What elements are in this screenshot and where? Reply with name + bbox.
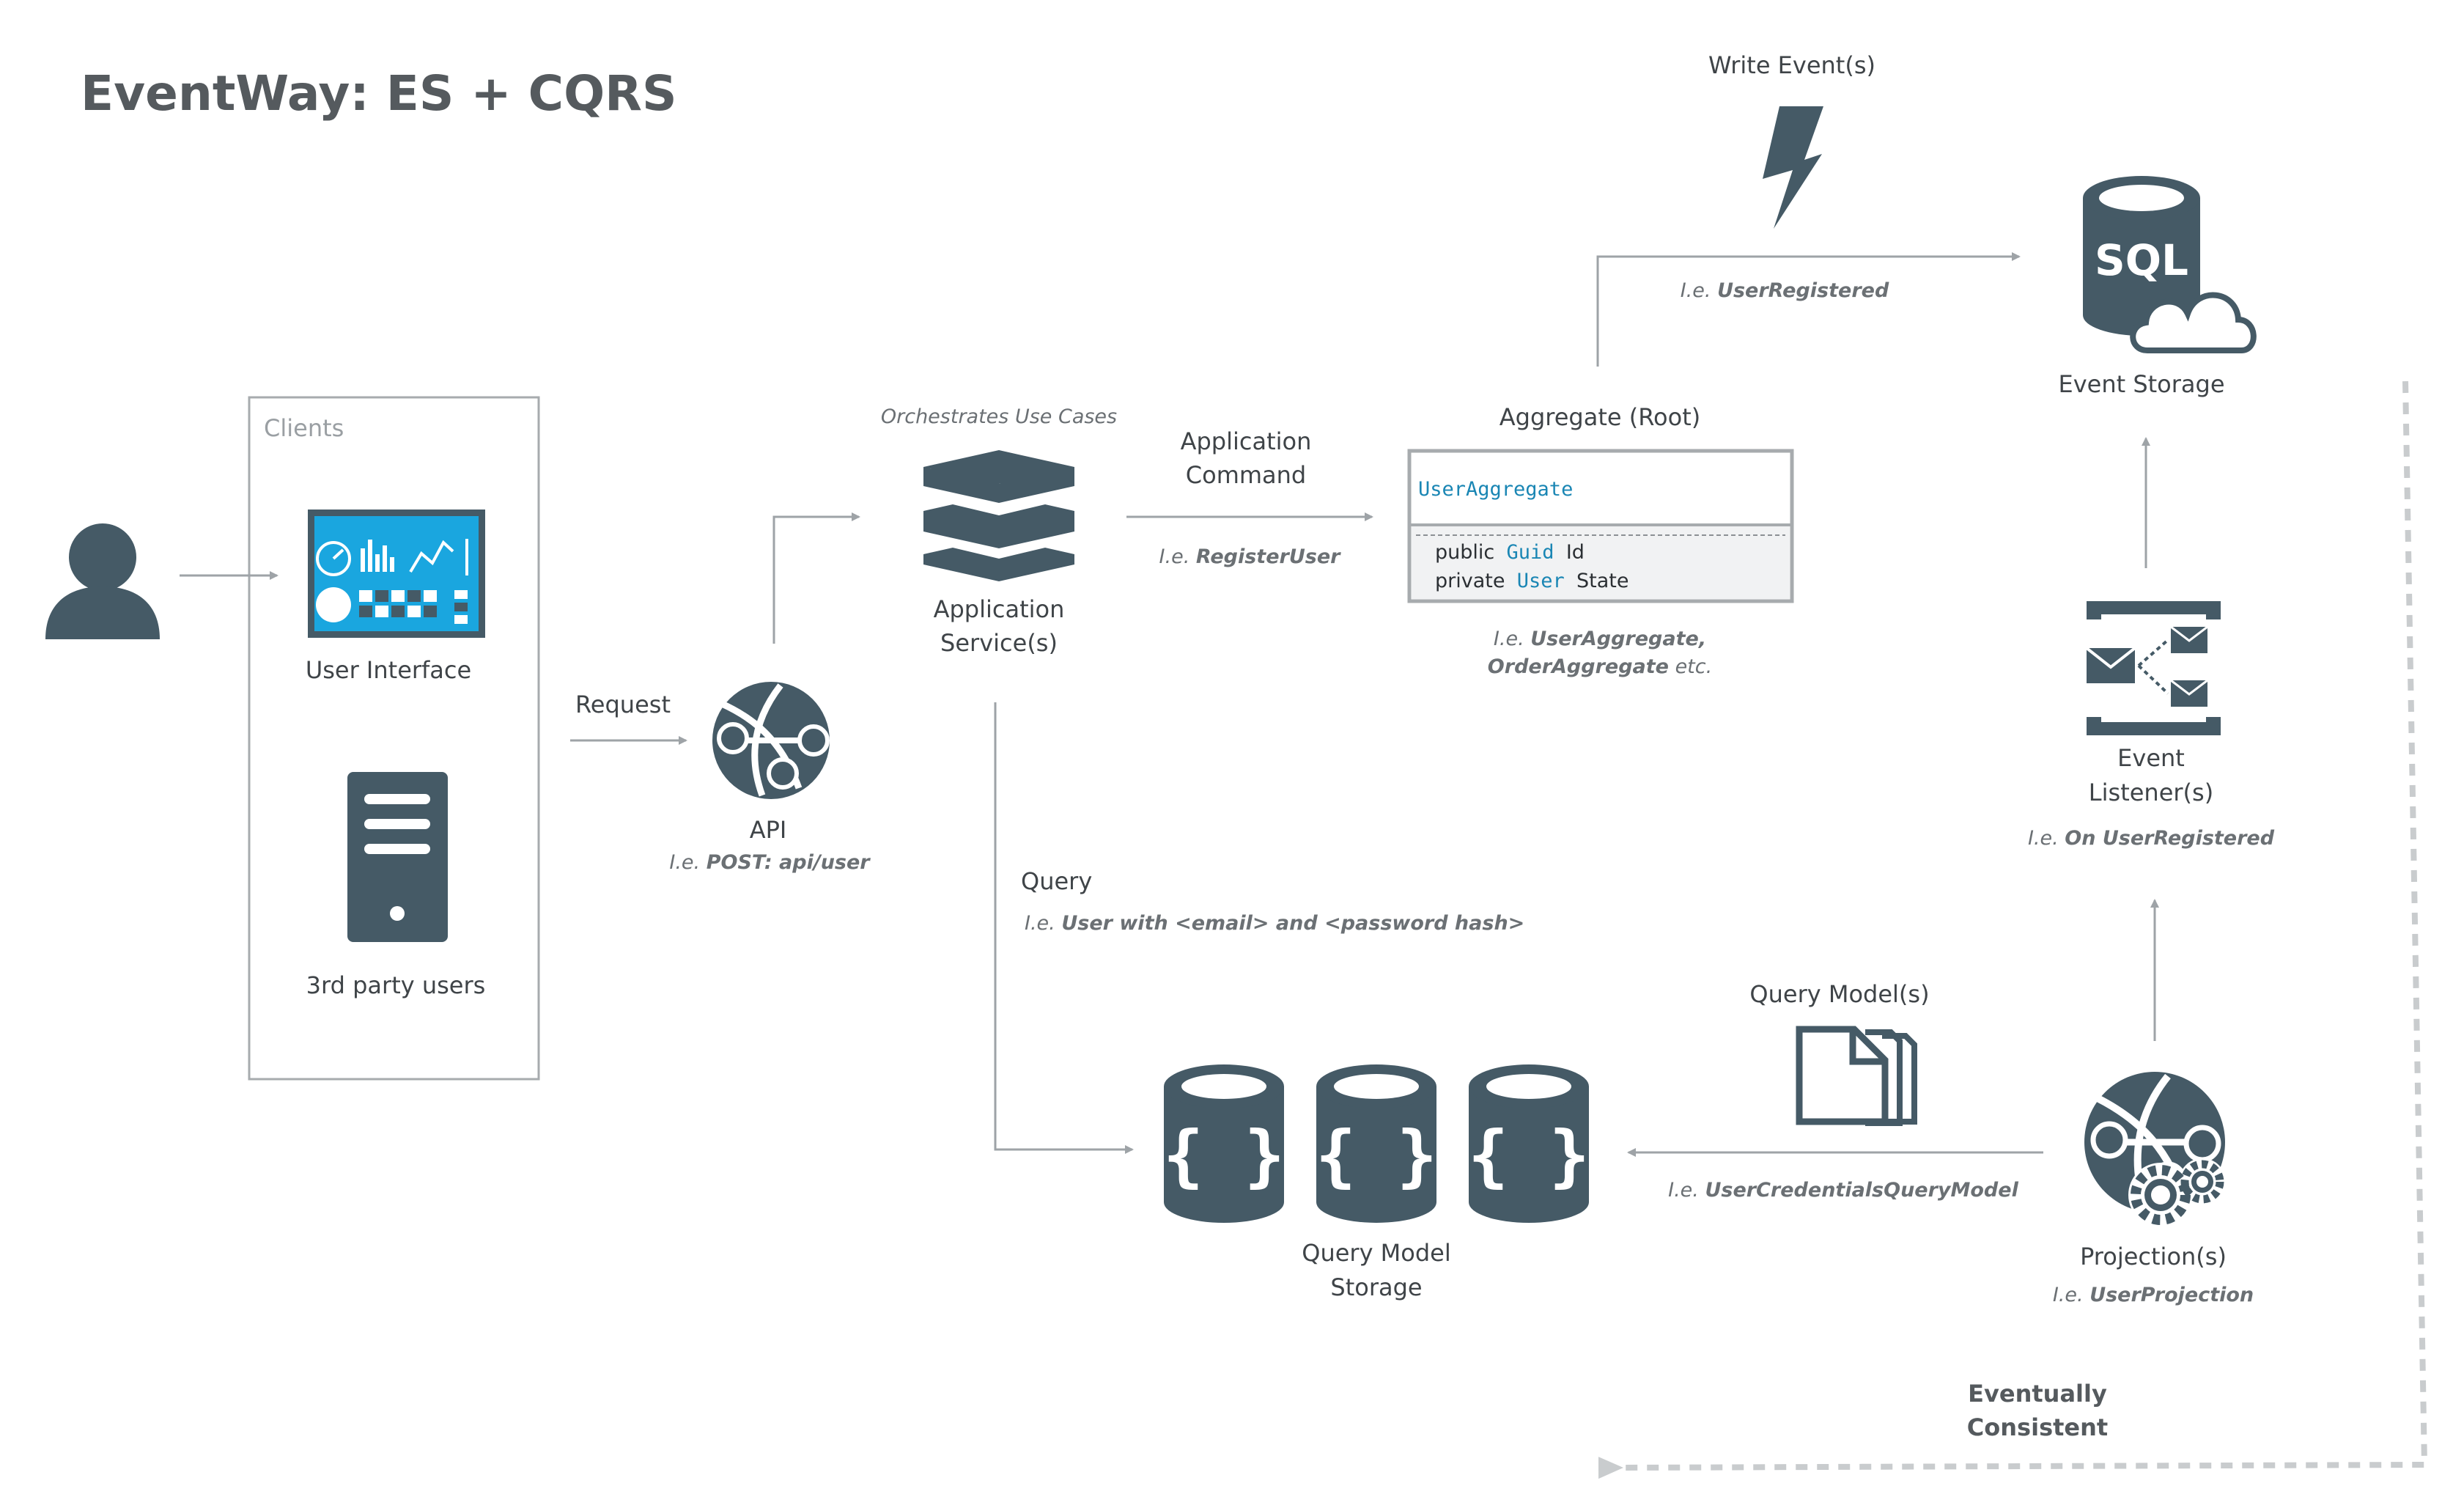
json-braces-glyph: { }: [1163, 1117, 1285, 1195]
third-party-label: 3rd party users: [306, 971, 486, 999]
projection-example: I.e. UserProjection: [2053, 1284, 2254, 1306]
projection-label: Projection(s): [2080, 1243, 2227, 1270]
app-service-label-line2: Service(s): [940, 629, 1058, 657]
orchestrates-caption: Orchestrates Use Cases: [881, 405, 1117, 428]
cloud-icon: [2130, 292, 2257, 353]
request-label: Request: [575, 691, 671, 718]
query-models-example: I.e. UserCredentialsQueryModel: [1668, 1179, 2018, 1202]
aggregate-field-state: private User State: [1435, 570, 1629, 592]
query-model-storage-label-line2: Storage: [1330, 1273, 1422, 1301]
app-service-label-line1: Application: [934, 595, 1065, 623]
aggregate-class-name: UserAggregate: [1418, 478, 1573, 501]
query-models-label: Query Model(s): [1749, 980, 1929, 1008]
json-braces-glyph: { }: [1468, 1117, 1590, 1195]
clients-label: Clients: [264, 414, 344, 442]
sql-text: SQL: [2095, 235, 2188, 285]
server-icon: [347, 772, 448, 942]
query-label: Query: [1021, 867, 1092, 895]
write-event-arrow: [1596, 252, 2021, 367]
database-icon: { }: [1468, 1064, 1590, 1223]
user-interface-label: User Interface: [306, 656, 471, 684]
event-listener-label-line2: Listener(s): [2089, 779, 2213, 806]
dashboard-icon: [308, 510, 485, 638]
write-event-example: I.e. UserRegistered: [1681, 279, 1889, 302]
eventually-consistent-arrow: [1598, 380, 2428, 1479]
command-label-line1: Application: [1181, 427, 1312, 455]
documents-icon: [1796, 1026, 1917, 1126]
layers-stack-icon: [923, 450, 1074, 581]
lightning-icon: [1763, 106, 1823, 229]
database-icon: { }: [1163, 1064, 1285, 1223]
aggregate-field-id: public Guid Id: [1435, 541, 1585, 564]
api-to-service-arrow: [772, 512, 860, 644]
query-example: I.e. User with <email> and <password has…: [1025, 912, 1524, 935]
aggregate-example-line1: I.e. UserAggregate,: [1494, 628, 1706, 650]
database-icon: { }: [1316, 1064, 1437, 1223]
gears-icon: [2128, 1158, 2226, 1227]
event-listener-icon: [2085, 601, 2221, 735]
page-title: EventWay: ES + CQRS: [81, 65, 677, 122]
query-model-storage-label-line1: Query Model: [1302, 1239, 1451, 1267]
eventually-label-line2: Consistent: [1967, 1413, 2108, 1441]
person-icon: [45, 523, 160, 639]
command-label-line2: Command: [1186, 461, 1306, 489]
event-storage-label: Event Storage: [2058, 370, 2224, 398]
event-listener-example: I.e. On UserRegistered: [2028, 827, 2275, 850]
aggregate-header: Aggregate (Root): [1500, 403, 1700, 431]
write-event-label: Write Event(s): [1708, 51, 1875, 79]
event-listener-label-line1: Event: [2117, 744, 2185, 772]
aggregate-class-box: UserAggregate public Guid Id private Use…: [1407, 449, 1794, 603]
json-braces-glyph: { }: [1316, 1117, 1437, 1195]
eventually-label-line1: Eventually: [1968, 1380, 2107, 1408]
clients-box: [248, 396, 540, 1081]
api-globe-icon: [712, 682, 830, 799]
aggregate-example-line2: OrderAggregate etc.: [1488, 655, 1712, 678]
query-arrow: [994, 702, 1134, 1154]
command-example: I.e. RegisterUser: [1159, 545, 1342, 568]
api-label: API: [750, 816, 787, 844]
api-example: I.e. POST: api/user: [669, 851, 871, 874]
